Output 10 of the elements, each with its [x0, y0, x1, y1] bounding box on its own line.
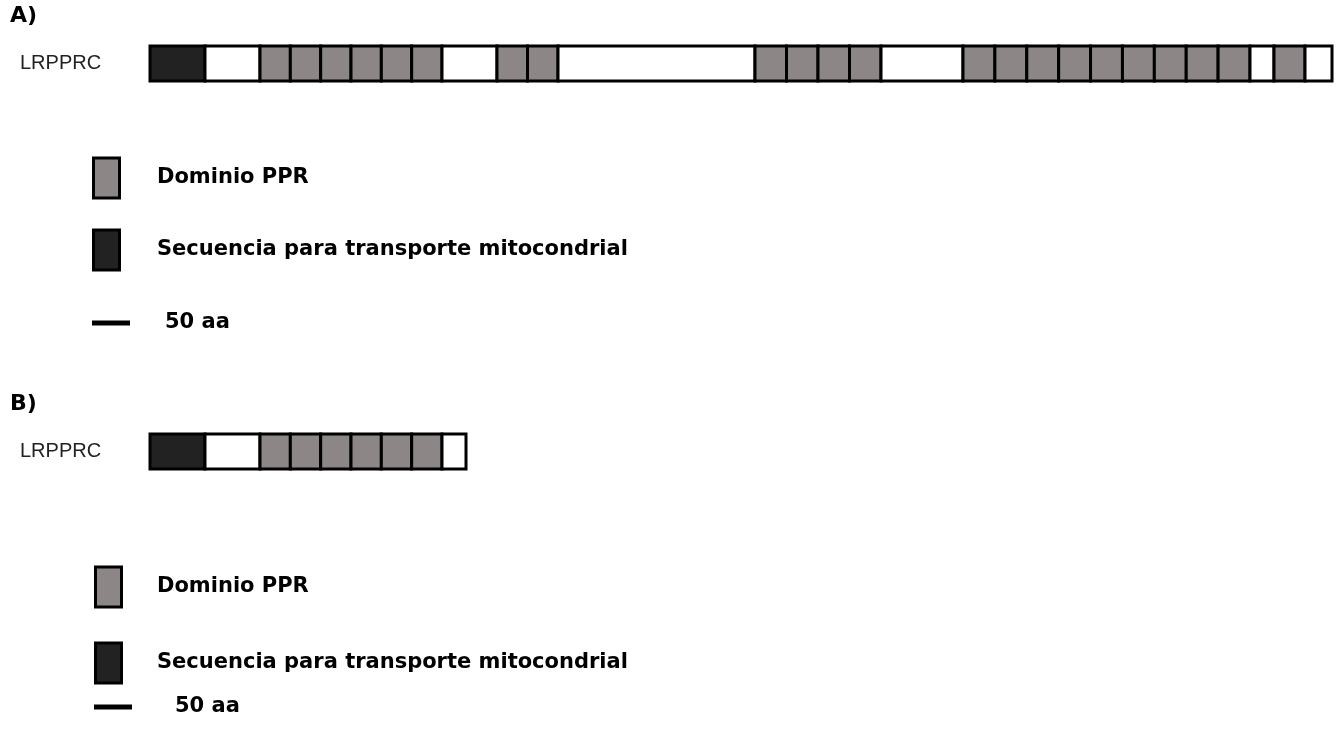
legend-label: Dominio PPR [157, 166, 309, 187]
legend-label: Secuencia para transporte mitocondrial [157, 238, 628, 259]
legend-label: Secuencia para transporte mitocondrial [157, 651, 628, 672]
legend-label: 50 aa [175, 695, 240, 716]
panel-label: A) [10, 4, 38, 26]
protein-name: LRPPRC [20, 440, 102, 460]
panel-label: B) [10, 392, 37, 414]
legend-label: 50 aa [165, 311, 230, 332]
protein-name: LRPPRC [20, 52, 102, 72]
legend-label: Dominio PPR [157, 575, 309, 596]
